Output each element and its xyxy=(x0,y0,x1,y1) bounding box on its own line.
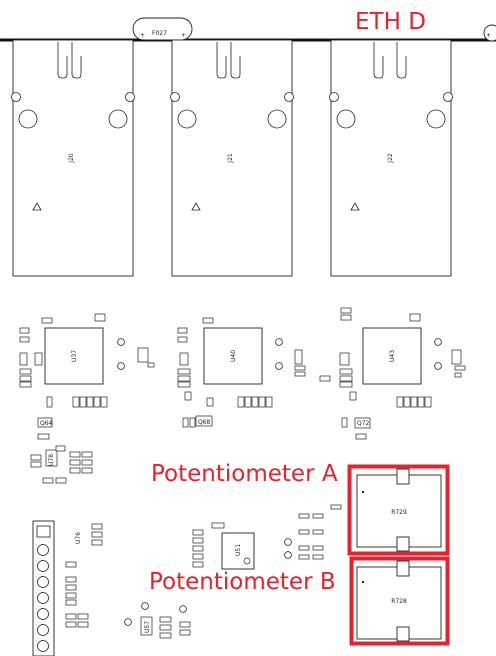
potentiometer-ref-label: R729 xyxy=(391,509,407,516)
ic-ref-label: U78 xyxy=(48,454,55,466)
right-edge-component: + xyxy=(483,24,496,42)
potentiometer-a: R729 xyxy=(347,464,450,556)
connector-j21: J21 xyxy=(170,39,294,277)
regulator-label: Q72 xyxy=(357,420,370,427)
ic-u43: U43 xyxy=(362,327,422,385)
connector-ref-label: J22 xyxy=(387,153,394,164)
ic-ref-label: U57 xyxy=(144,621,151,633)
regulator-label: Q64 xyxy=(40,420,53,427)
fuse-component: + + F027 xyxy=(132,17,193,41)
potentiometer-ref-label: R728 xyxy=(391,598,407,605)
connector-ref-label: J21 xyxy=(227,153,234,164)
pin-header xyxy=(32,520,55,656)
passive-components xyxy=(19,307,466,639)
ic-ref-label: U40 xyxy=(230,350,237,362)
ic-ref-label: U51 xyxy=(235,544,242,556)
connector-ref-label: J20 xyxy=(68,153,75,164)
svg-text:+: + xyxy=(140,32,145,39)
ic-ref-label: U43 xyxy=(389,350,396,362)
eth-d-title: ETH D xyxy=(355,9,426,35)
potentiometer-b-callout: Potentiometer B xyxy=(149,569,336,595)
fuse-ref-label: F027 xyxy=(152,30,167,37)
svg-text:+: + xyxy=(486,32,491,39)
potentiometer-a-highlight xyxy=(347,464,450,556)
potentiometer-a-callout: Potentiometer A xyxy=(151,461,338,487)
regulator-label: Q68 xyxy=(198,419,211,426)
ic-u51: U51 xyxy=(221,532,255,570)
connector-j22: J22 xyxy=(329,39,453,277)
svg-text:+: + xyxy=(181,32,186,39)
ic-ref-label: U76 xyxy=(75,532,82,544)
ic-u40: U40 xyxy=(203,327,263,385)
potentiometer-b-highlight xyxy=(349,556,450,646)
ic-u37: U37 xyxy=(44,327,104,385)
potentiometer-b: R728 xyxy=(349,556,450,646)
connector-j20: J20 xyxy=(11,39,135,277)
ic-ref-label: U37 xyxy=(71,350,78,362)
